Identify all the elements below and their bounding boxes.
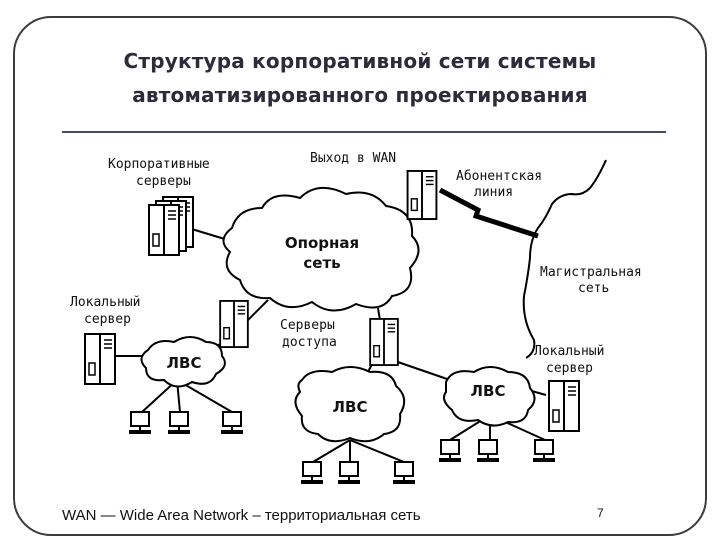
backbone-label-1: Опорная	[285, 234, 359, 252]
workstation-icon	[300, 461, 324, 485]
workstation-icon	[128, 411, 152, 435]
lan-right-label: ЛВС	[471, 382, 506, 400]
title-line-1: Структура корпоративной сети системы	[123, 49, 597, 73]
backbone-wan-label-1: Магистральная	[540, 265, 642, 280]
workstation-icon	[167, 411, 191, 435]
workstation-icon	[438, 439, 462, 463]
workstation-icon	[392, 461, 416, 485]
local-server-left-label-2: сервер	[84, 312, 131, 327]
local-server-right-label-1: Локальный	[534, 344, 604, 359]
backbone-cloud	[222, 187, 420, 312]
lan-center-cloud	[294, 366, 406, 443]
slide-title: Структура корпоративной сети системы авт…	[40, 44, 680, 112]
lan-left-cloud	[140, 336, 226, 388]
workstation-icon	[220, 411, 244, 435]
local-server-right-label-2: сервер	[546, 361, 593, 376]
lan-right-cloud	[443, 366, 536, 427]
subscriber-line-label-1: Абонентская	[456, 169, 542, 184]
workstation-icon	[532, 439, 556, 463]
page-number: 7	[597, 506, 604, 520]
corp-servers-label-1: Корпоративные	[108, 157, 210, 172]
backbone-wan-outline	[522, 159, 607, 359]
lan-center-label: ЛВС	[333, 398, 368, 416]
access-servers-label-2: доступа	[282, 335, 337, 350]
wan-gateway-server-icon	[406, 170, 438, 220]
subscriber-line	[438, 187, 539, 239]
local-server-left-label-1: Локальный	[70, 295, 140, 310]
backbone-wan-label-2: сеть	[578, 281, 609, 296]
corp-servers-label-2: серверы	[136, 174, 191, 189]
title-divider	[62, 131, 666, 133]
wan-exit-label: Выход в WAN	[310, 151, 396, 166]
corporate-servers-icon	[148, 196, 194, 256]
lan-left-label: ЛВС	[167, 354, 202, 372]
access-server-center-icon	[369, 318, 399, 366]
backbone-label-2: сеть	[303, 254, 340, 272]
title-line-2: автоматизированного проектирования	[132, 83, 588, 107]
subscriber-line-label-2: линия	[474, 185, 513, 200]
workstation-icon	[337, 461, 361, 485]
slide-frame	[13, 16, 707, 536]
access-servers-label-1: Серверы	[280, 318, 335, 333]
local-server-right-icon	[548, 380, 580, 432]
footer-note: WAN — Wide Area Network – территориальна…	[62, 507, 421, 524]
workstation-icon	[476, 439, 500, 463]
local-server-left-icon	[84, 333, 116, 385]
access-server-left-icon	[219, 300, 249, 348]
